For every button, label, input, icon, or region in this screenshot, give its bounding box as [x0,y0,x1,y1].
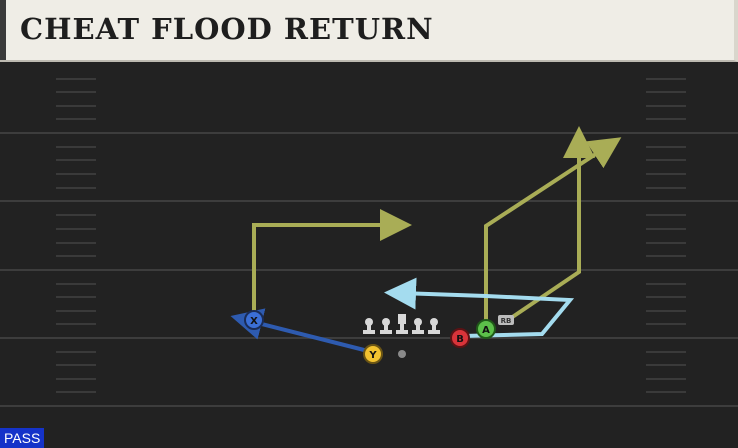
a-player[interactable]: A [476,319,496,339]
b-player[interactable]: B [450,328,470,348]
play-title-bar: CHEAT FLOOD RETURN [0,0,738,62]
rb-label: RB [501,317,512,325]
rb-player[interactable]: RB [498,315,514,325]
offensive-line [363,314,440,334]
lineman-icon [380,318,392,334]
play-field [0,62,738,448]
y-player[interactable]: Y [363,344,383,364]
a-player-label: A [482,325,490,336]
x-player-label: X [250,316,258,327]
b-player-label: B [456,334,464,345]
b-route-drag-return [384,277,575,338]
title-accent [0,0,6,60]
x-player[interactable]: X [244,310,264,330]
hash-marks-left [56,78,96,393]
a-route-post [484,137,622,326]
lineman-icon [412,318,424,334]
y-player-label: Y [368,350,377,361]
y-block-route [230,308,373,354]
hash-marks-right [646,78,686,393]
rb-route-wheel [506,126,595,322]
qb-dot-icon [398,350,406,358]
lineman-icon [428,318,440,334]
lineman-icon [363,318,375,334]
x-route-corner-out [252,209,412,318]
play-title: CHEAT FLOOD RETURN [20,12,434,46]
center-icon [396,314,408,334]
pass-badge: PASS [0,428,45,448]
yard-lines [0,132,738,407]
